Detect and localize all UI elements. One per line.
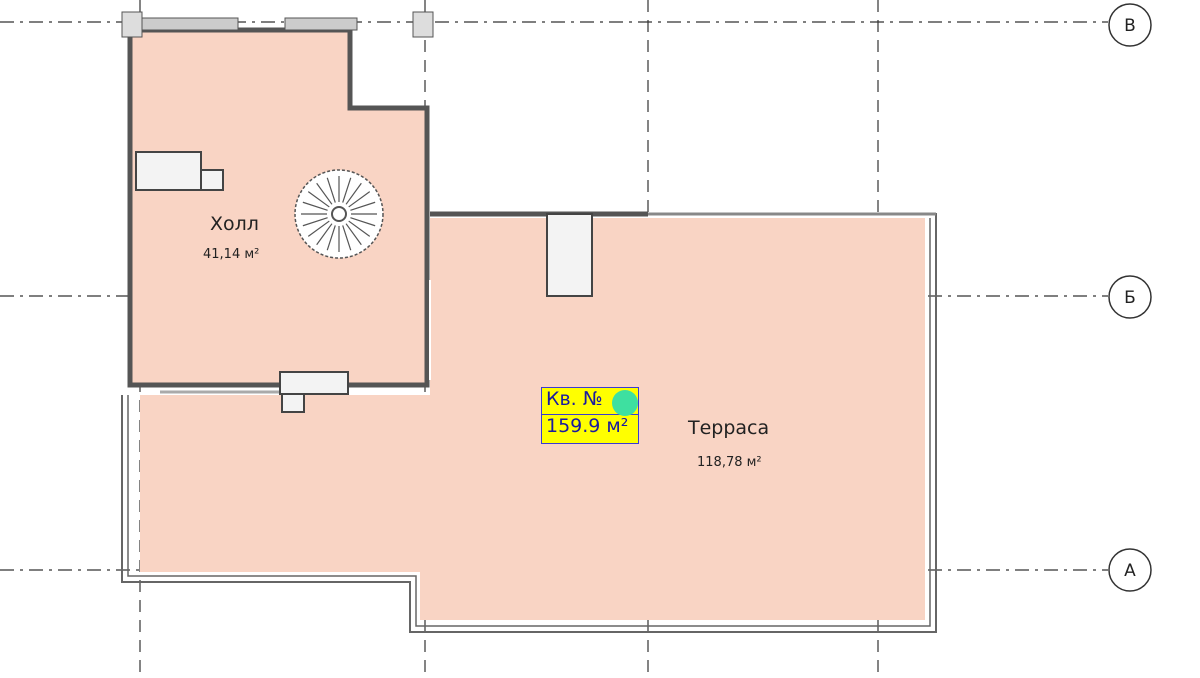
svg-text:В: В xyxy=(1124,16,1136,36)
axis-marker-v: В xyxy=(1108,3,1152,47)
terrace-name: Терраса xyxy=(687,417,769,439)
marker-dot xyxy=(612,390,638,416)
apartment-total-area: 159.9 м² xyxy=(541,414,639,444)
stair-step xyxy=(326,225,336,251)
stair-step xyxy=(345,182,362,205)
ventilation-shaft xyxy=(135,151,593,413)
stair-step xyxy=(302,201,328,211)
stair-step xyxy=(345,223,362,246)
svg-text:Б: Б xyxy=(1124,288,1136,308)
terrace-room xyxy=(140,218,925,620)
svg-text:А: А xyxy=(1124,561,1136,581)
stair-step xyxy=(348,220,371,237)
hall-area: 41,14 м² xyxy=(203,247,259,262)
apartment-area-value: 159.9 м² xyxy=(546,415,629,437)
stair-step xyxy=(348,191,371,208)
stair-step xyxy=(316,223,333,246)
stair-step xyxy=(342,177,352,203)
hall-name: Холл xyxy=(210,213,259,235)
stair-step xyxy=(350,217,376,227)
stair-step xyxy=(342,225,352,251)
apartment-number-label: Кв. № xyxy=(546,388,603,410)
column xyxy=(412,11,434,38)
spiral-staircase xyxy=(294,169,384,259)
terrace-area: 118,78 м² xyxy=(697,455,762,470)
column xyxy=(121,11,143,38)
stair-step xyxy=(307,220,330,237)
axis-marker-a: А xyxy=(1108,548,1152,592)
axis-marker-b: Б xyxy=(1108,275,1152,319)
stair-step xyxy=(326,177,336,203)
stair-step xyxy=(316,182,333,205)
stair-step xyxy=(302,217,328,227)
stair-step xyxy=(307,191,330,208)
stair-step xyxy=(350,201,376,211)
